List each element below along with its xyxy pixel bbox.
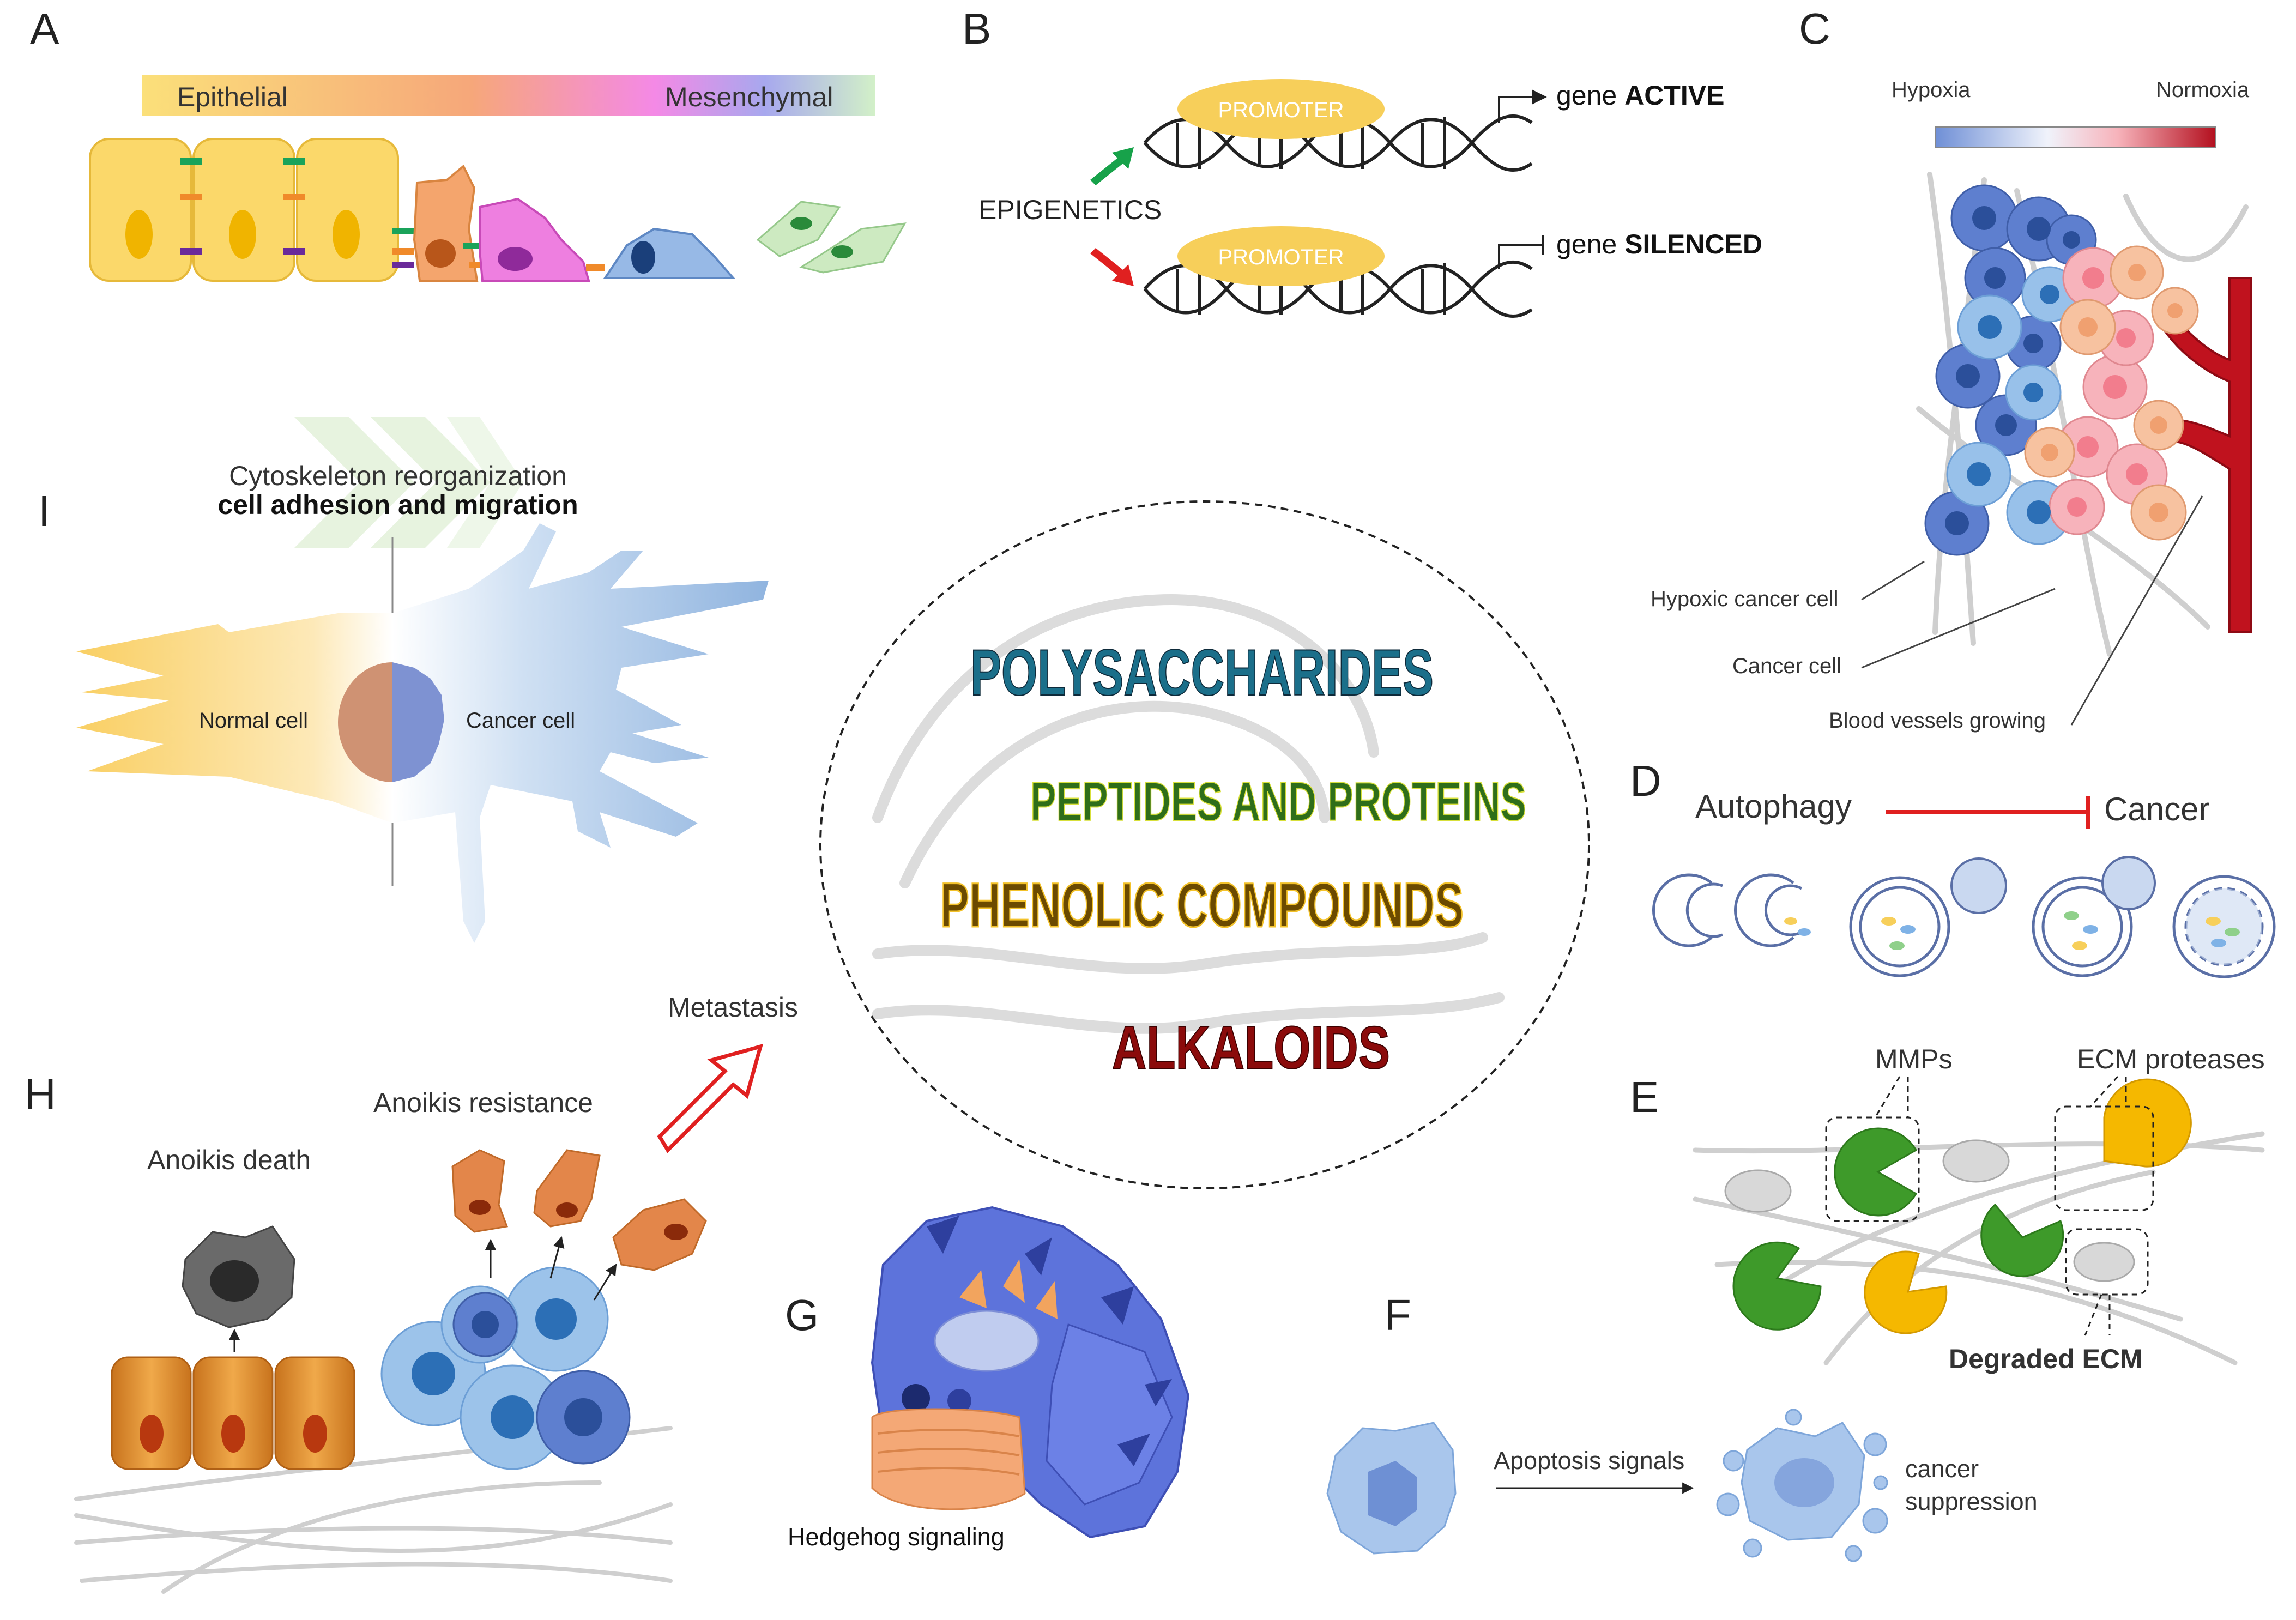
- metastasis-label: Metastasis: [668, 992, 798, 1023]
- cargo: [1784, 911, 2240, 950]
- lysosome-2: [2101, 856, 2156, 910]
- e-dashed-callouts: [1825, 1075, 2154, 1336]
- cancer-cell-cluster: [1924, 184, 2199, 556]
- panel-e: E MMPs ECM proteases: [1630, 1044, 2265, 1374]
- hedgehog-protein-structure: [871, 1206, 1190, 1539]
- center-circle: POLYSACCHARIDES PEPTIDES AND PROTEINS PH…: [819, 500, 1590, 1189]
- cancer-suppression-label-1: cancer: [1905, 1455, 1979, 1483]
- epithelial-label: Epithelial: [177, 82, 288, 112]
- tss-silenced-line: [1498, 235, 1544, 269]
- gene-active-label: gene ACTIVE: [1556, 80, 1724, 111]
- panel-d-letter: D: [1630, 757, 1661, 805]
- panel-g-letter: G: [785, 1291, 819, 1339]
- cancer-cell-label-c: Cancer cell: [1732, 654, 1841, 678]
- panel-c-letter: C: [1799, 4, 1830, 53]
- panel-a-letter: A: [30, 4, 59, 53]
- normal-nucleus: [338, 662, 392, 782]
- anoikis-resistance-label: Anoikis resistance: [373, 1087, 593, 1118]
- cancer-label-d: Cancer: [2104, 791, 2209, 827]
- normoxia-label: Normoxia: [2156, 78, 2250, 102]
- epigenetics-label: EPIGENETICS: [978, 195, 1162, 225]
- panel-b: B PROMOTER gene ACTIVE PROMOTER gene SIL…: [962, 4, 1762, 318]
- anoikis-death-label: Anoikis death: [147, 1145, 311, 1175]
- cancer-cell-label-i: Cancer cell: [466, 709, 575, 733]
- mmps-label: MMPs: [1875, 1044, 1953, 1074]
- up-arrow-icon: [1090, 147, 1134, 185]
- panel-d: D Autophagy Cancer: [1630, 757, 2276, 978]
- normal-cell-label: Normal cell: [199, 709, 308, 733]
- panel-e-letter: E: [1630, 1073, 1659, 1121]
- cancer-cluster-h: [380, 1266, 631, 1470]
- phenolic-compounds-word: PHENOLIC COMPOUNDS: [940, 871, 1464, 940]
- escaping-cells: [451, 1149, 707, 1301]
- transition-cells: [413, 164, 907, 282]
- oxygen-gradient-bar: [1935, 126, 2216, 148]
- tss-active-arrow: [1498, 89, 1547, 123]
- peptides-proteins-word: PEPTIDES AND PROTEINS: [1030, 771, 1526, 832]
- alkaloids-word: ALKALOIDS: [1112, 1014, 1390, 1081]
- wave-decoration-icon: [872, 594, 1505, 1034]
- promoter-silenced-label: PROMOTER: [1218, 245, 1344, 269]
- panel-f: F Apoptosis signals cancer suppression: [1326, 1291, 2038, 1562]
- panel-h: H Anoikis death Anoikis resistance Metas…: [25, 992, 798, 1594]
- epithelial-cells-h: [111, 1356, 355, 1470]
- ecm-proteases-label: ECM proteases: [2077, 1044, 2265, 1074]
- metastasis-arrow-icon: [657, 1043, 764, 1153]
- promoter-silenced: [1177, 226, 1385, 286]
- autophagy-stages: [1652, 873, 2276, 978]
- autophagy-label: Autophagy: [1695, 788, 1852, 825]
- cancer-cell-shape: [392, 523, 769, 943]
- chevron-decoration-icon: [294, 417, 523, 548]
- hedgehog-signaling-label: Hedgehog signaling: [788, 1523, 1005, 1551]
- polysaccharides-word: POLYSACCHARIDES: [970, 636, 1434, 709]
- promoter-active: [1177, 79, 1385, 139]
- adhesion-migration-label: cell adhesion and migration: [217, 489, 578, 520]
- c-callouts: [1861, 495, 2203, 726]
- ecm-fragments: [1724, 1139, 2135, 1282]
- lysosome-1: [1950, 857, 2007, 914]
- epithelial-cells: [89, 138, 414, 282]
- promoter-active-label: PROMOTER: [1218, 98, 1344, 122]
- panel-i-letter: I: [38, 487, 50, 535]
- cancer-nucleus: [392, 662, 444, 782]
- apoptosis-signals-label: Apoptosis signals: [1494, 1447, 1684, 1474]
- blood-vessels-label: Blood vessels growing: [1829, 709, 2046, 733]
- panel-a: A Epithelial Mesenchymal: [30, 4, 907, 282]
- degraded-ecm-label: Degraded ECM: [1949, 1344, 2143, 1374]
- mesenchymal-label: Mesenchymal: [665, 82, 833, 112]
- panel-i: I Cytoskeleton reorganization cell adhes…: [38, 417, 769, 943]
- normal-cell-shape: [76, 613, 392, 823]
- hypoxia-label: Hypoxia: [1892, 78, 1971, 102]
- panel-c: C Hypoxia Normoxia: [1651, 4, 2252, 733]
- dashed-circle: [819, 500, 1590, 1189]
- mmp-pacman-icons: [1732, 1127, 2064, 1331]
- gene-silenced-label: gene SILENCED: [1556, 229, 1762, 259]
- panel-h-letter: H: [25, 1070, 56, 1119]
- panel-g: G Hedgehog signaling: [785, 1206, 1190, 1551]
- hypoxic-cancer-cell-label: Hypoxic cancer cell: [1651, 587, 1839, 611]
- emt-gradient-bar: [142, 75, 875, 116]
- panel-b-letter: B: [962, 4, 991, 53]
- cancer-suppression-label-2: suppression: [1905, 1488, 2038, 1515]
- down-arrow-icon: [1090, 248, 1134, 286]
- cytoskeleton-label: Cytoskeleton reorganization: [229, 461, 567, 491]
- panel-f-letter: F: [1385, 1291, 1411, 1339]
